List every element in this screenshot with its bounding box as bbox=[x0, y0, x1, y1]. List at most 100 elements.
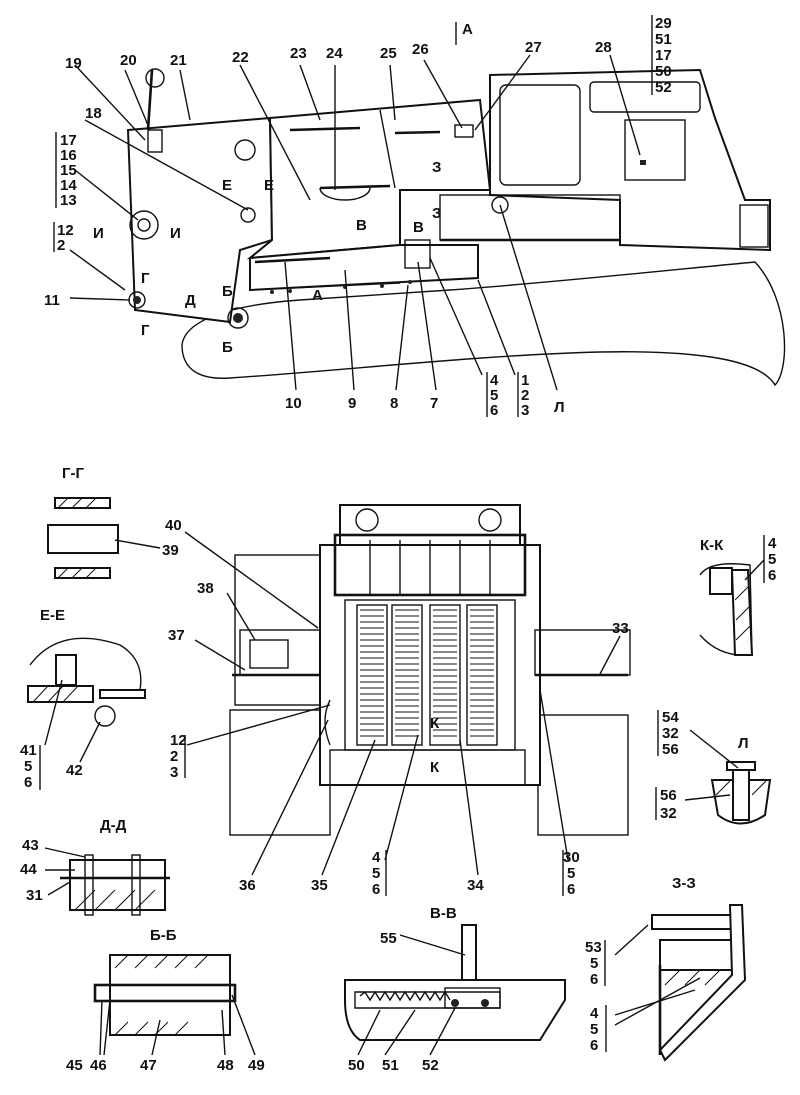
label-5-front-b: 5 bbox=[567, 865, 575, 882]
label-32-l: 32 bbox=[662, 725, 679, 742]
marker-A-view: А bbox=[312, 287, 323, 304]
label-5-kk: 5 bbox=[768, 551, 776, 568]
label-22: 22 bbox=[232, 49, 249, 66]
label-19: 19 bbox=[65, 55, 82, 72]
marker-V-right: В bbox=[413, 219, 424, 236]
label-27: 27 bbox=[525, 39, 542, 56]
marker-Z-bottom: З bbox=[432, 205, 441, 222]
section-ZZ-title: З-З bbox=[672, 875, 696, 892]
marker-E-left: Е bbox=[222, 177, 232, 194]
marker-K-top: К bbox=[430, 715, 440, 732]
label-50-vv: 50 bbox=[348, 1057, 365, 1074]
marker-I-left: И bbox=[93, 225, 104, 242]
label-52-cabin: 52 bbox=[655, 79, 672, 96]
label-2: 2 bbox=[57, 237, 65, 254]
label-17-cabin: 17 bbox=[655, 47, 672, 64]
label-3-top: 3 bbox=[521, 402, 529, 419]
label-44: 44 bbox=[20, 861, 37, 878]
marker-L: Л bbox=[554, 399, 565, 416]
label-8: 8 bbox=[390, 395, 398, 412]
section-EE: Е-Е 41 5 6 42 bbox=[20, 607, 146, 791]
label-26: 26 bbox=[412, 41, 429, 58]
section-DD-title: Д-Д bbox=[100, 817, 127, 834]
label-18: 18 bbox=[85, 105, 102, 122]
section-VV-title: В-В bbox=[430, 905, 457, 922]
label-6-front: 6 bbox=[372, 881, 380, 898]
radiator-grille bbox=[356, 604, 498, 746]
label-2-top: 2 bbox=[521, 387, 529, 404]
label-33: 33 bbox=[612, 620, 629, 637]
section-DD: Д-Д 43 44 31 bbox=[20, 817, 170, 916]
label-4-kk: 4 bbox=[768, 535, 777, 552]
top-labels: 19 20 21 22 23 24 25 26 27 28 29 51 17 5… bbox=[44, 15, 672, 419]
label-42: 42 bbox=[66, 762, 83, 779]
label-6-zz: 6 bbox=[590, 971, 598, 988]
label-3-front: 3 bbox=[170, 764, 178, 781]
marker-G-bottom: Г bbox=[141, 322, 150, 339]
front-view bbox=[229, 504, 631, 836]
label-4-top: 4 bbox=[490, 372, 499, 389]
label-51-vv: 51 bbox=[382, 1057, 399, 1074]
label-5-top: 5 bbox=[490, 387, 498, 404]
label-25: 25 bbox=[380, 45, 397, 62]
label-52-vv: 52 bbox=[422, 1057, 439, 1074]
label-56-l: 56 bbox=[662, 741, 679, 758]
label-2-front: 2 bbox=[170, 748, 178, 765]
marker-A-top: А bbox=[462, 21, 473, 38]
label-14: 14 bbox=[60, 177, 77, 194]
label-6-front-b: 6 bbox=[567, 881, 575, 898]
label-12-front: 12 bbox=[170, 732, 187, 749]
label-47: 47 bbox=[140, 1057, 157, 1074]
label-32: 32 bbox=[660, 805, 677, 822]
section-KK: К-К 4 5 6 bbox=[699, 535, 777, 657]
label-56: 56 bbox=[660, 787, 677, 804]
grille-column bbox=[466, 604, 498, 746]
label-12: 12 bbox=[57, 222, 74, 239]
label-6-kk: 6 bbox=[768, 567, 776, 584]
label-6-top: 6 bbox=[490, 402, 498, 419]
label-31: 31 bbox=[26, 887, 43, 904]
label-1-top: 1 bbox=[521, 372, 529, 389]
marker-V-left: В bbox=[356, 217, 367, 234]
label-21: 21 bbox=[170, 52, 187, 69]
label-23: 23 bbox=[290, 45, 307, 62]
label-40: 40 bbox=[165, 517, 182, 534]
label-5-zz: 5 bbox=[590, 955, 598, 972]
front-leaders bbox=[184, 531, 621, 876]
label-45: 45 bbox=[66, 1057, 83, 1074]
grille-column bbox=[391, 604, 423, 746]
marker-K-bottom: К bbox=[430, 759, 440, 776]
label-7: 7 bbox=[430, 395, 438, 412]
marker-B-top: Б bbox=[222, 283, 233, 300]
marker-I-right: И bbox=[170, 225, 181, 242]
detail-L: Л 54 32 56 56 32 bbox=[655, 709, 772, 825]
label-29: 29 bbox=[655, 15, 672, 32]
grille-column bbox=[429, 604, 461, 746]
label-13: 13 bbox=[60, 192, 77, 209]
label-53: 53 bbox=[585, 939, 602, 956]
section-EE-title: Е-Е bbox=[40, 607, 65, 624]
label-41: 41 bbox=[20, 742, 37, 759]
marker-Z-top: З bbox=[432, 159, 441, 176]
label-34: 34 bbox=[467, 877, 484, 894]
marker-D: Д bbox=[185, 292, 196, 309]
label-50: 50 bbox=[655, 63, 672, 80]
marker-B-bottom: Б bbox=[222, 339, 233, 356]
label-46: 46 bbox=[90, 1057, 107, 1074]
detail-L-title: Л bbox=[738, 735, 749, 752]
front-labels: 40 38 37 33 12 2 3 36 35 4 5 6 34 30 5 6… bbox=[165, 517, 629, 898]
top-leaders bbox=[69, 22, 641, 391]
label-55: 55 bbox=[380, 930, 397, 947]
label-4-zz: 4 bbox=[590, 1005, 599, 1022]
grille-column bbox=[356, 604, 388, 746]
label-15: 15 bbox=[60, 162, 77, 179]
label-54: 54 bbox=[662, 709, 679, 726]
label-38: 38 bbox=[197, 580, 214, 597]
label-30: 30 bbox=[563, 849, 580, 866]
label-17: 17 bbox=[60, 132, 77, 149]
label-51: 51 bbox=[655, 31, 672, 48]
label-16: 16 bbox=[60, 147, 77, 164]
section-VV: В-В 55 50 51 52 bbox=[344, 905, 566, 1074]
